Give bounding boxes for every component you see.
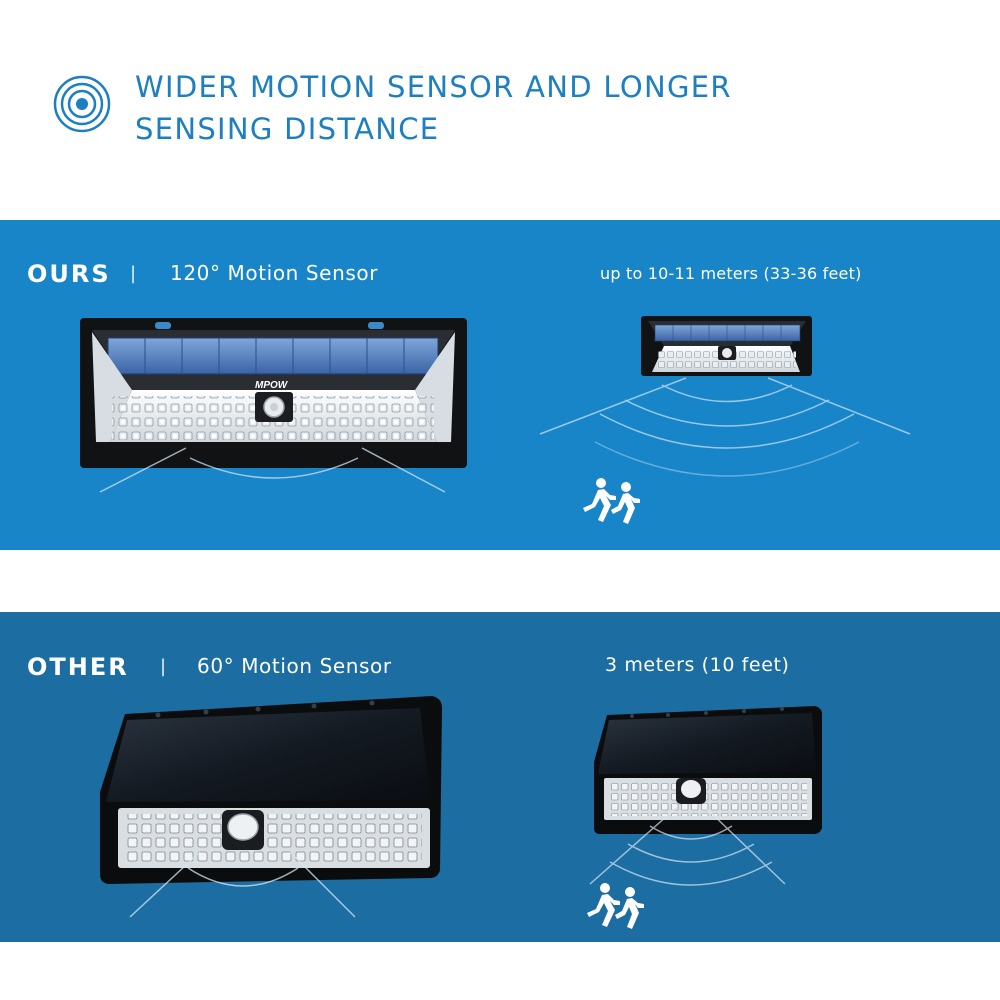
ours-small-solar-light-icon	[641, 316, 812, 376]
ours-separator: |	[130, 263, 137, 284]
page-title: WIDER MOTION SENSOR AND LONGER SENSING D…	[135, 66, 732, 150]
radar-rings-icon	[53, 75, 111, 133]
other-label: OTHER	[27, 653, 129, 681]
other-sensor-angle: 60° Motion Sensor	[197, 654, 392, 678]
other-separator: |	[160, 656, 167, 677]
ours-long-range-arcs-icon	[539, 377, 911, 477]
ours-running-people-icon	[583, 478, 640, 524]
other-solar-light-icon	[100, 696, 442, 884]
ours-solar-light-icon: MPOW	[80, 318, 467, 468]
other-short-range-arcs-icon	[589, 807, 786, 886]
page-title-line-2: SENSING DISTANCE	[135, 112, 440, 146]
ours-scene: MPOW	[80, 316, 911, 524]
other-small-solar-light-icon	[594, 706, 822, 834]
other-running-people-icon	[587, 883, 644, 929]
ours-label: OURS	[27, 260, 111, 288]
header: WIDER MOTION SENSOR AND LONGER SENSING D…	[0, 0, 1000, 220]
ours-motion-arcs-icon	[99, 447, 446, 493]
ours-brand-logo: MPOW	[255, 380, 289, 391]
ours-sensor-distance: up to 10-11 meters (33-36 feet)	[600, 264, 862, 283]
page-title-line-1: WIDER MOTION SENSOR AND LONGER	[135, 70, 732, 104]
other-motion-arcs-icon	[129, 851, 356, 918]
ours-sensor-angle: 120° Motion Sensor	[170, 261, 379, 285]
other-sensor-distance: 3 meters (10 feet)	[605, 654, 790, 676]
other-panel: OTHER | 60° Motion Sensor 3 meters (10 f…	[0, 612, 1000, 942]
other-scene	[100, 696, 822, 929]
ours-panel: OURS | 120° Motion Sensor up to 10-11 me…	[0, 220, 1000, 550]
